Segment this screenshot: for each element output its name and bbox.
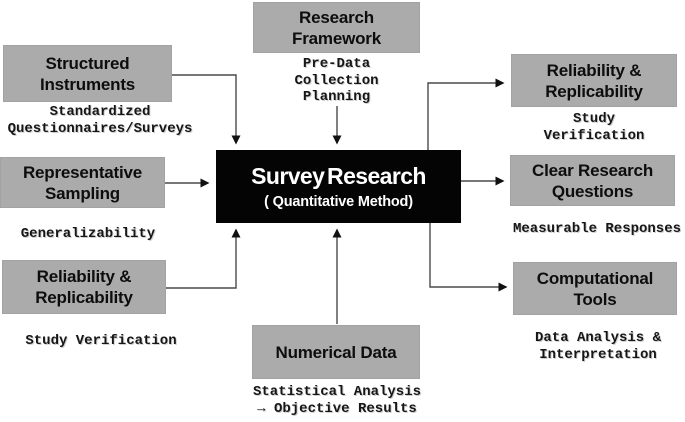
node-label: Computational Tools xyxy=(536,268,654,309)
node-clear-research-questions: Clear Research Questions xyxy=(510,155,675,206)
node-label: Representative Sampling xyxy=(22,162,143,203)
note-clear-research-questions: Measurable Responses xyxy=(512,221,682,237)
node-structured-instruments: Structured Instruments xyxy=(3,45,172,102)
node-label: Structured Instruments xyxy=(39,53,136,94)
arrow-center-to-computational-tools xyxy=(429,223,508,292)
node-computational-tools: Computational Tools xyxy=(513,262,677,315)
node-survey-research-center: Survey Research ( Quantitative Method) xyxy=(216,150,461,223)
note-numerical-data: Statistical Analysis → Objective Results xyxy=(252,384,422,417)
node-label: Reliability & Replicability xyxy=(35,267,133,307)
note-computational-tools: Data Analysis & Interpretation xyxy=(534,330,662,363)
node-numerical-data: Numerical Data xyxy=(252,325,420,379)
note-representative-sampling: Generalizability xyxy=(20,226,156,242)
node-representative-sampling: Representative Sampling xyxy=(0,157,165,208)
arrow-center-to-reliability-right xyxy=(427,78,505,150)
note-reliability-replicability-right: Study Verification xyxy=(543,111,645,144)
node-label: Clear Research Questions xyxy=(532,160,653,201)
arrow-reliability-left-to-center xyxy=(166,228,241,289)
node-reliability-replicability-left: Reliability & Replicability xyxy=(2,260,166,314)
node-label: Numerical Data xyxy=(275,342,397,362)
node-research-framework: Research Framework xyxy=(253,2,420,53)
center-title: Survey Research xyxy=(251,163,426,189)
note-research-framework: Pre-Data Collection Planning xyxy=(294,56,379,105)
center-subtitle: ( Quantitative Method) xyxy=(264,194,413,210)
note-structured-instruments: Standardized Questionnaires/Surveys xyxy=(7,104,193,137)
node-reliability-replicability-right: Reliability & Replicability xyxy=(511,54,677,107)
node-label: Reliability & Replicability xyxy=(545,60,643,101)
note-reliability-replicability-left: Study Verification xyxy=(25,333,177,349)
node-label: Research Framework xyxy=(292,7,381,48)
